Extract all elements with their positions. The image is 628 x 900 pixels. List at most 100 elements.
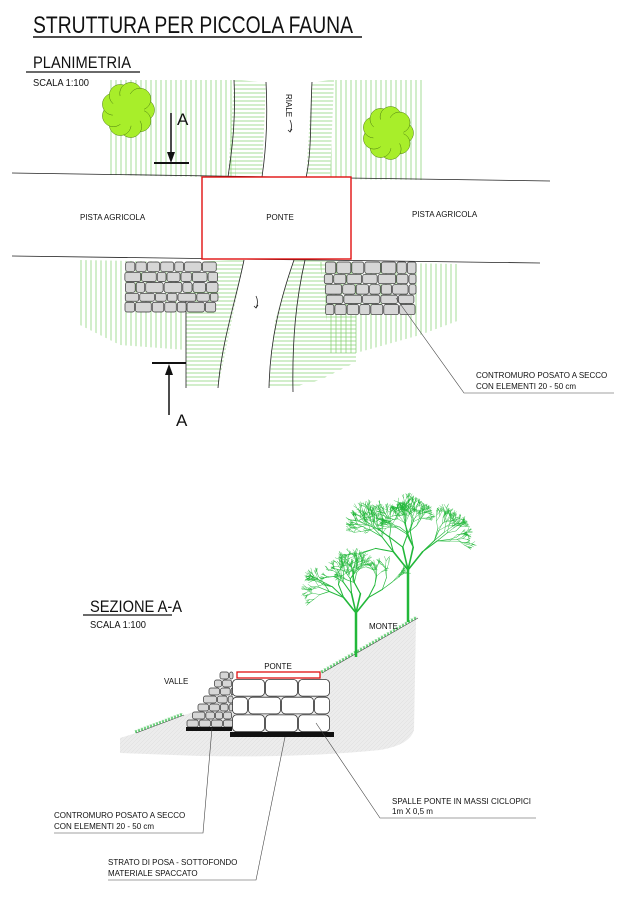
- stone: [209, 292, 219, 302]
- stone: [139, 292, 155, 302]
- cyclopean-abutment: [232, 679, 330, 733]
- grass-tuft: [377, 637, 381, 641]
- grass-tuft: [404, 621, 408, 625]
- tree-icon: [339, 492, 477, 622]
- stone: [222, 679, 233, 688]
- stone: [182, 282, 193, 293]
- grass-tuft: [341, 657, 345, 662]
- stone: [408, 284, 417, 295]
- stone: [211, 719, 223, 728]
- cyclopean-block: [298, 679, 330, 697]
- stone: [369, 284, 381, 295]
- stone: [177, 292, 197, 302]
- grass-tuft: [146, 725, 150, 729]
- stone: [346, 274, 363, 285]
- stone: [191, 272, 208, 282]
- base-layer-abutment: [230, 732, 334, 737]
- stone: [323, 274, 334, 285]
- stone: [219, 703, 229, 712]
- stone: [324, 284, 343, 295]
- cyclopean-block: [314, 696, 330, 715]
- stone: [406, 261, 417, 274]
- grass-tuft: [350, 652, 354, 656]
- stone: [325, 304, 335, 316]
- grass-tuft: [413, 616, 417, 620]
- grass-tuft: [140, 727, 144, 731]
- stone: [325, 294, 344, 304]
- stone: [197, 703, 209, 712]
- grass-tuft: [329, 664, 333, 668]
- plan-title: PLANIMETRIA: [33, 53, 132, 72]
- stone: [151, 301, 165, 313]
- stone: [208, 687, 220, 696]
- stone: [336, 261, 352, 274]
- stone: [399, 304, 416, 316]
- bridge-plan: [201, 176, 352, 260]
- stone: [198, 719, 211, 728]
- stone: [223, 711, 232, 720]
- grass-tuft: [395, 626, 399, 631]
- grass-tuft: [152, 723, 156, 727]
- tree-crown-icon: [102, 82, 155, 138]
- grass-tuft: [323, 668, 327, 672]
- callout-wall-line2: CON ELEMENTI 20 - 50 cm: [54, 822, 154, 831]
- cyclopean-block: [248, 696, 281, 715]
- stone: [192, 282, 206, 293]
- stream-label: RIALE: [284, 94, 293, 117]
- stone: [180, 272, 192, 282]
- cyclopean-block: [265, 714, 298, 733]
- callout-abutment-leader: [315, 722, 536, 819]
- stone: [201, 261, 217, 272]
- grass-tuft: [134, 729, 138, 734]
- stone: [380, 284, 392, 295]
- grass-tuft: [401, 623, 405, 627]
- stone: [184, 261, 202, 272]
- stone: [205, 711, 215, 720]
- stone: [217, 695, 228, 704]
- stone: [370, 304, 384, 316]
- stone: [124, 301, 135, 313]
- tree-crown-icon: [363, 106, 414, 160]
- cyclopean-block: [281, 696, 314, 715]
- callout-abutment-line2: 1m X 0,5 m: [392, 807, 433, 816]
- grass-tuft: [164, 718, 168, 722]
- callout-abutment-line1: SPALLE PONTE IN MASSI CICLOPICI: [392, 797, 531, 806]
- section-marker-bottom: A: [152, 362, 188, 430]
- plan-trees: [102, 82, 414, 160]
- grass-tuft: [173, 715, 177, 719]
- grass-tuft: [392, 628, 396, 632]
- stone: [396, 274, 409, 285]
- stone: [346, 304, 360, 316]
- grass-tuft: [176, 714, 180, 718]
- grass-tuft: [362, 645, 366, 650]
- stone: [408, 274, 417, 285]
- grass-tuft: [389, 630, 393, 634]
- stone: [164, 301, 177, 313]
- stone: [124, 292, 140, 302]
- grass-tuft: [167, 717, 171, 721]
- grass-tuft: [320, 669, 324, 674]
- grass-tuft: [149, 724, 153, 728]
- grass-tuft: [398, 625, 402, 629]
- stone: [343, 294, 362, 304]
- grass-tuft: [338, 659, 342, 663]
- stone: [174, 261, 184, 272]
- plan-callout-line1: CONTROMURO POSATO A SECCO: [476, 371, 607, 380]
- grass-tuft: [170, 716, 174, 720]
- stone: [383, 304, 400, 316]
- cyclopean-block: [232, 714, 265, 733]
- stone: [186, 719, 199, 728]
- grass-tuft: [137, 728, 141, 732]
- stone: [135, 301, 152, 313]
- road-label-right: PISTA AGRICOLA: [412, 210, 478, 219]
- stone: [355, 284, 369, 295]
- stone: [146, 261, 161, 272]
- mountain-label: MONTE: [369, 622, 398, 631]
- stone: [160, 261, 175, 272]
- stone: [166, 272, 181, 282]
- dry-wall-left: [124, 261, 219, 313]
- stone: [141, 272, 157, 282]
- stone: [145, 282, 164, 293]
- grass-tuft: [365, 644, 369, 648]
